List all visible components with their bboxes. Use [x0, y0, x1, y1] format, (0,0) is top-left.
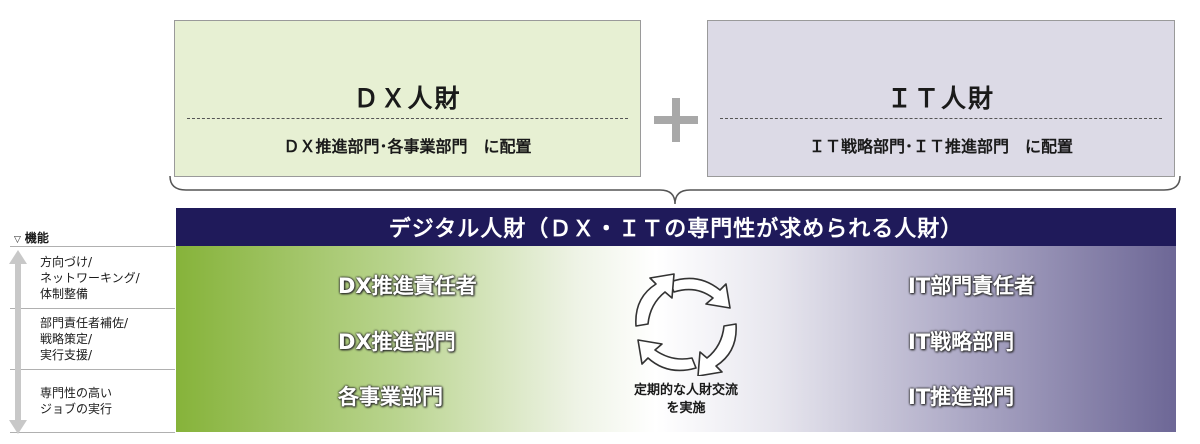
- exchange-caption-line2: を実施: [666, 401, 706, 416]
- dx-talent-box: ＤＸ人財 ＤＸ推進部門･各事業部門 に配置: [174, 20, 641, 177]
- dx-role-business: 各事業部門: [338, 385, 443, 409]
- function-divider: [10, 308, 175, 309]
- exchange-caption-line1: 定期的な人財交流: [633, 383, 738, 398]
- function-row-2-line: 戦略策定/: [40, 332, 93, 346]
- talent-gradient-panel: [176, 246, 1176, 432]
- dx-divider: [187, 118, 628, 119]
- function-row-2-line: 実行支援/: [40, 348, 93, 362]
- function-divider: [10, 246, 175, 247]
- triangle-down-icon: ▽: [14, 235, 21, 245]
- it-divider: [720, 118, 1162, 119]
- dx-talent-title: ＤＸ人財: [353, 84, 462, 113]
- dx-talent-subtitle: ＤＸ推進部門･各事業部門 に配置: [283, 137, 532, 156]
- it-talent-subtitle: ＩＴ戦略部門･ＩＴ推進部門 に配置: [808, 137, 1073, 156]
- plus-icon: [654, 98, 698, 142]
- function-divider: [10, 369, 175, 370]
- function-row-2: 部門責任者補佐/ 戦略策定/ 実行支援/: [40, 315, 128, 363]
- function-row-1-line: ネットワーキング/: [40, 271, 140, 285]
- dx-role-promotion: DX推進部門: [338, 330, 456, 354]
- it-talent-box: ＩＴ人財 ＩＴ戦略部門･ＩＴ推進部門 に配置: [707, 20, 1175, 177]
- function-row-3: 専門性の高い ジョブの実行: [40, 385, 112, 417]
- function-row-3-line: ジョブの実行: [40, 402, 113, 416]
- double-arrow-icon: [9, 250, 27, 434]
- it-role-strategy: IT戦略部門: [908, 330, 1015, 354]
- function-row-1-line: 方向づけ/: [40, 255, 93, 269]
- function-row-1-line: 体制整備: [40, 287, 89, 301]
- it-talent-title: ＩＴ人財: [886, 84, 995, 113]
- function-row-1: 方向づけ/ ネットワーキング/ 体制整備: [40, 254, 140, 302]
- function-divider: [10, 432, 175, 433]
- it-role-promotion: IT推進部門: [908, 385, 1015, 409]
- function-header-label: 機能: [24, 231, 49, 245]
- function-row-2-line: 部門責任者補佐/: [40, 316, 129, 330]
- exchange-caption: 定期的な人財交流 を実施: [600, 382, 772, 418]
- function-header: ▽機能: [14, 229, 49, 246]
- cycle-arrows-icon: [635, 273, 737, 376]
- dx-role-leader: DX推進責任者: [338, 274, 477, 298]
- function-row-3-line: 専門性の高い: [40, 386, 113, 400]
- curly-brace-icon: [169, 175, 1181, 205]
- it-role-leader: IT部門責任者: [908, 274, 1036, 298]
- digital-talent-banner: デジタル人財（ＤＸ・ＩＴの専門性が求められる人財）: [176, 208, 1176, 246]
